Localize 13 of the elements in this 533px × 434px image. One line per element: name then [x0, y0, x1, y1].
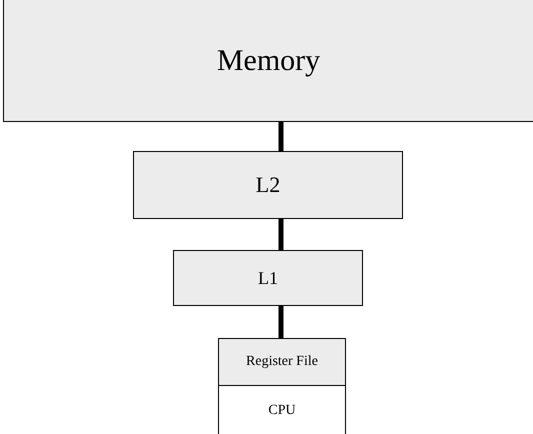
- connector-line: [278, 219, 284, 250]
- component-box: [133, 151, 403, 219]
- component-box: [3, 0, 533, 122]
- component-box: [173, 250, 363, 306]
- component-label: L2: [256, 172, 280, 198]
- component-label: Register File: [246, 354, 318, 370]
- component-label: CPU: [268, 402, 296, 418]
- component-label: L1: [258, 268, 278, 288]
- connector-line: [278, 122, 284, 151]
- component-box: [218, 385, 346, 434]
- component-label: Memory: [216, 44, 320, 78]
- connector-line: [278, 306, 284, 338]
- component-box: [218, 338, 346, 386]
